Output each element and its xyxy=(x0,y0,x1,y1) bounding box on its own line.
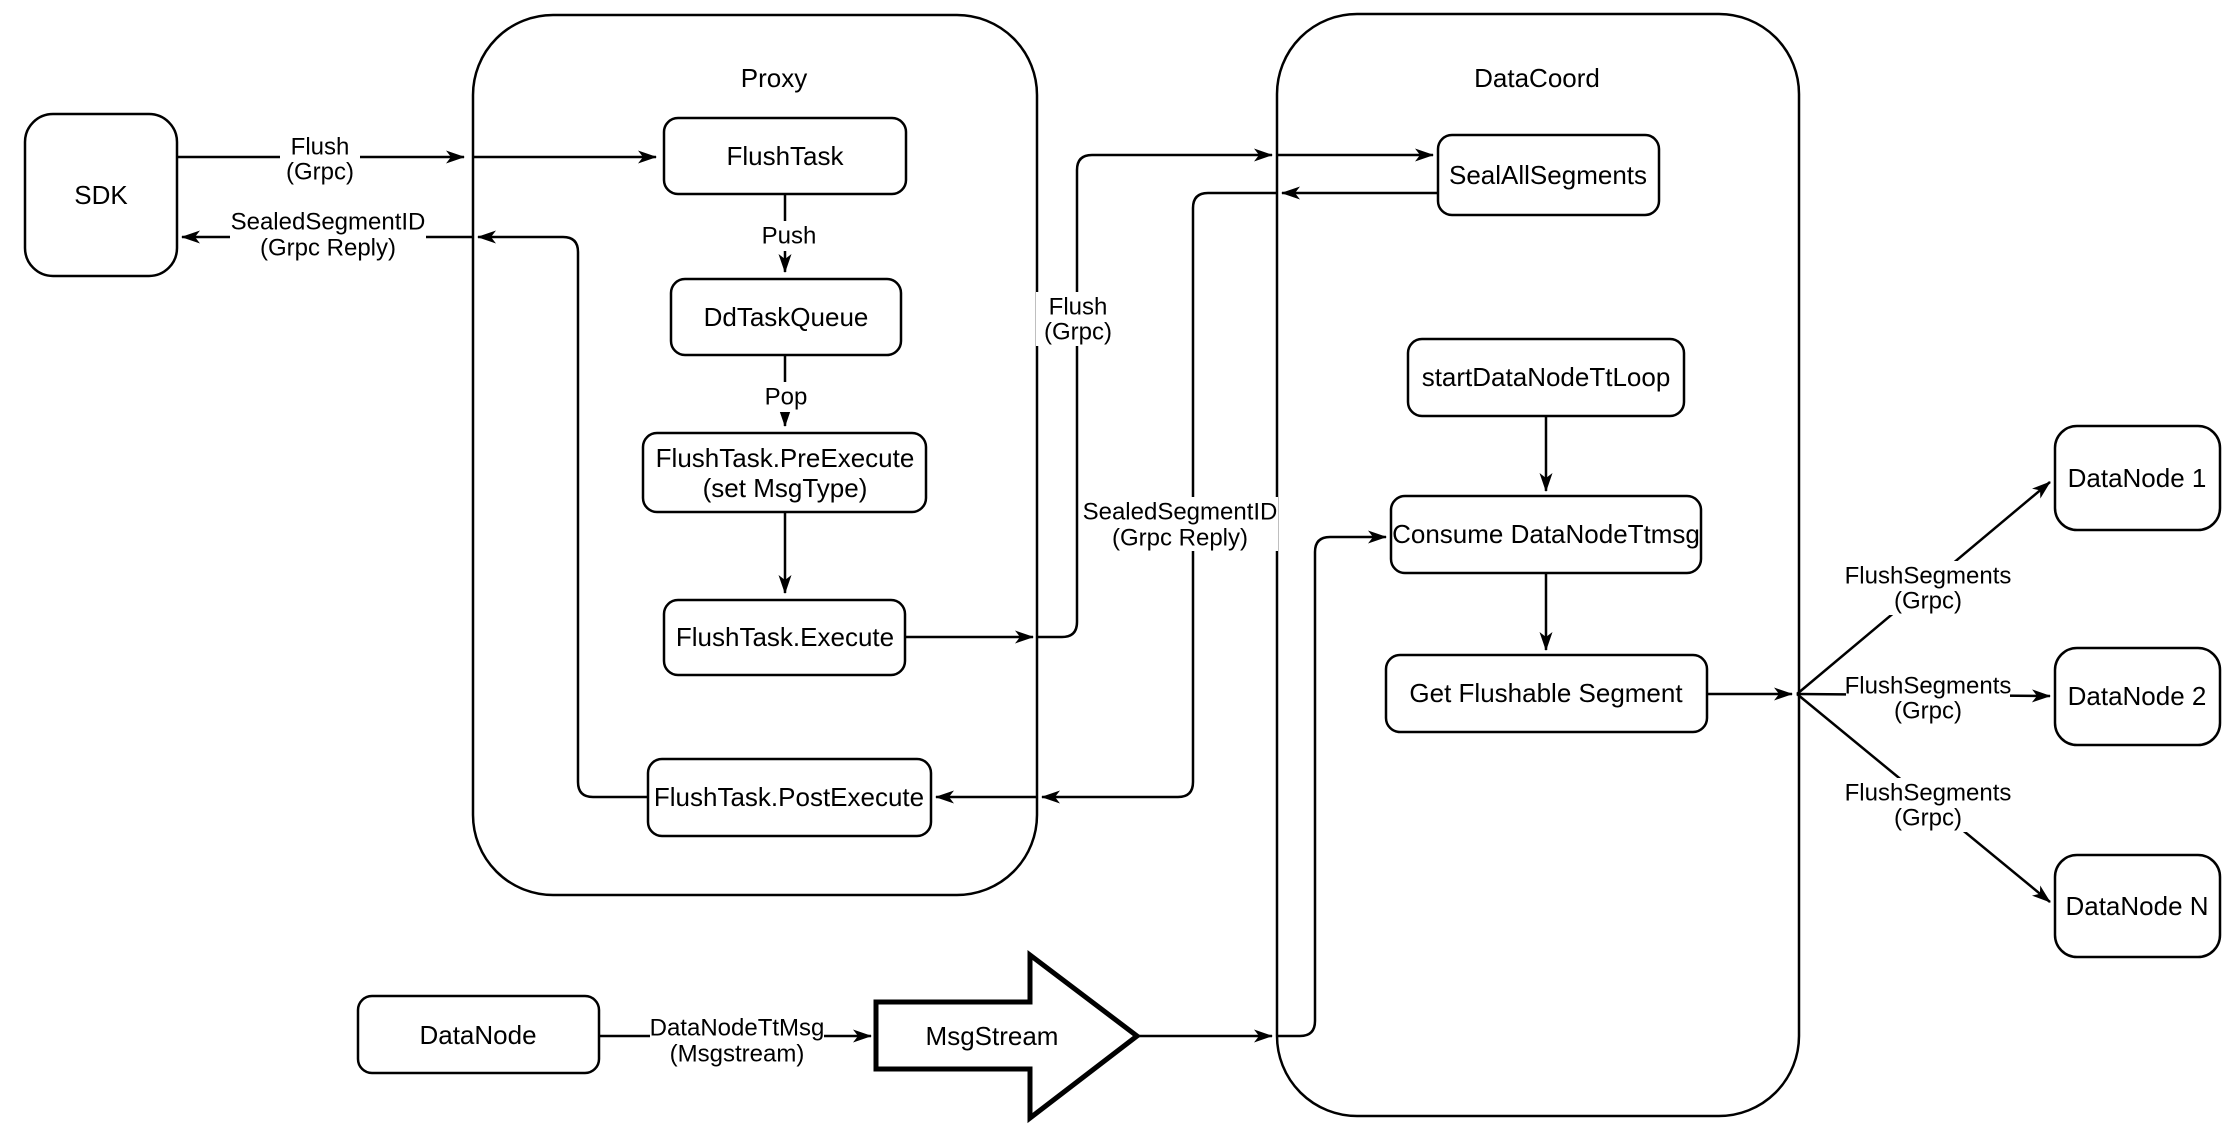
edge-label-text: (Grpc) xyxy=(286,159,354,186)
proxy-title: Proxy xyxy=(741,63,807,93)
node-flushtask-execute: FlushTask.Execute xyxy=(662,598,907,677)
node-label: DataNode 1 xyxy=(2068,463,2207,493)
label-bg xyxy=(1846,671,2010,725)
node-label: startDataNodeTtLoop xyxy=(1422,362,1671,392)
node-box xyxy=(662,116,908,196)
label-bg xyxy=(1846,561,2010,615)
edge-label-text: (Grpc) xyxy=(1894,698,1962,725)
edge-label-text: FlushSegments xyxy=(1845,673,2012,700)
edge-label-text: FlushSegments xyxy=(1845,563,2012,590)
node-label: FlushTask.PreExecute xyxy=(656,443,915,473)
edge-label-flush-grpc-sdk: Flush (Grpc) xyxy=(280,132,360,186)
edge-label-text: SealedSegmentID xyxy=(231,209,426,236)
edge-label-text: (Msgstream) xyxy=(670,1041,805,1068)
node-getflushablesegment: Get Flushable Segment xyxy=(1384,653,1709,734)
node-label: SealAllSegments xyxy=(1449,160,1647,190)
node-consumedatanodettmsg: Consume DataNodeTtmsg xyxy=(1389,494,1703,575)
edge-postexecute-to-proxy-border xyxy=(477,230,648,799)
label-bg xyxy=(650,1013,824,1067)
node-label: Get Flushable Segment xyxy=(1409,678,1683,708)
node-box xyxy=(1384,653,1709,734)
label-bg xyxy=(761,382,811,412)
node-datanode-n: DataNode N xyxy=(2053,853,2222,959)
edge-label-sealedsegmentid-datacoord: SealedSegmentID (Grpc Reply) xyxy=(1082,497,1278,552)
label-bg xyxy=(1846,778,2010,832)
node-msgstream: MsgStream xyxy=(873,949,1142,1124)
node-label: FlushTask.Execute xyxy=(676,622,894,652)
node-box xyxy=(641,431,928,514)
node-label: FlushTask xyxy=(726,141,844,171)
node-box xyxy=(662,598,907,677)
edge-label-datanodettmsg: DataNodeTtMsg (Msgstream) xyxy=(650,1013,825,1068)
node-box xyxy=(1406,337,1686,418)
edge-label-pop: Pop xyxy=(761,382,811,412)
label-bg xyxy=(1036,292,1120,346)
edge-label-text: Push xyxy=(762,223,817,250)
edge-label-flushsegments-n: FlushSegments (Grpc) xyxy=(1845,778,2012,832)
edge-label-flushsegments-2: FlushSegments (Grpc) xyxy=(1845,671,2012,725)
edge-label-text: (Grpc) xyxy=(1894,588,1962,615)
node-box xyxy=(669,277,903,357)
node-datanode-1: DataNode 1 xyxy=(2053,424,2222,532)
edge-label-text: DataNodeTtMsg xyxy=(650,1015,825,1042)
node-label: DdTaskQueue xyxy=(704,302,869,332)
node-flushtask-preexecute: FlushTask.PreExecute (set MsgType) xyxy=(641,431,928,514)
edge-proxy-to-datacoord-flush xyxy=(1037,148,1273,639)
node-box xyxy=(2053,424,2222,532)
edge-label-flushsegments-1: FlushSegments (Grpc) xyxy=(1845,561,2012,615)
label-bg xyxy=(230,208,426,262)
node-box xyxy=(1389,494,1703,575)
node-startdatanodettloop: startDataNodeTtLoop xyxy=(1406,337,1686,418)
node-label: Consume DataNodeTtmsg xyxy=(1392,519,1700,549)
node-ddtaskqueue: DdTaskQueue xyxy=(669,277,903,357)
node-sealallsegments: SealAllSegments xyxy=(1436,133,1661,217)
node-box xyxy=(356,994,601,1075)
node-datanode-2: DataNode 2 xyxy=(2053,646,2222,747)
label-bg xyxy=(758,221,820,251)
edge-label-text: (Grpc Reply) xyxy=(1112,525,1248,552)
edge-label-text: Pop xyxy=(765,384,808,411)
node-flushtask: FlushTask xyxy=(662,116,908,196)
node-box xyxy=(23,112,179,278)
node-datanode: DataNode xyxy=(356,994,601,1075)
datacoord-title: DataCoord xyxy=(1474,63,1600,93)
edge-datacoord-to-consume xyxy=(1277,530,1387,1038)
node-sdk: SDK xyxy=(23,112,179,278)
edge-label-sealedsegmentid-sdk: SealedSegmentID (Grpc Reply) xyxy=(230,208,426,262)
node-flushtask-postexecute: FlushTask.PostExecute xyxy=(646,757,933,838)
node-label: FlushTask.PostExecute xyxy=(654,782,924,812)
edge-label-text: SealedSegmentID xyxy=(1083,499,1278,526)
node-label: MsgStream xyxy=(926,1021,1059,1051)
node-box xyxy=(2053,646,2222,747)
edge-datacoord-to-proxy-reply xyxy=(1041,191,1277,804)
edge-label-flush-grpc-datacoord: Flush (Grpc) xyxy=(1036,292,1120,346)
node-label: SDK xyxy=(74,180,128,210)
edge-label-text: Flush xyxy=(291,134,350,161)
edge-label-text: (Grpc) xyxy=(1044,319,1112,346)
node-box xyxy=(1436,133,1661,217)
edge-label-push: Push xyxy=(758,221,820,251)
edge-label-text: Flush xyxy=(1049,294,1108,321)
label-bg xyxy=(280,132,360,184)
edge-label-text: FlushSegments xyxy=(1845,780,2012,807)
node-label: (set MsgType) xyxy=(703,473,868,503)
edge-label-text: (Grpc) xyxy=(1894,805,1962,832)
node-box xyxy=(2053,853,2222,959)
label-bg xyxy=(1082,497,1278,551)
node-label: DataNode N xyxy=(2065,891,2208,921)
node-label: DataNode 2 xyxy=(2068,681,2207,711)
node-label: DataNode xyxy=(419,1020,536,1050)
msgstream-arrow-shape xyxy=(873,949,1142,1124)
edge-label-text: (Grpc Reply) xyxy=(260,235,396,262)
node-box xyxy=(646,757,933,838)
